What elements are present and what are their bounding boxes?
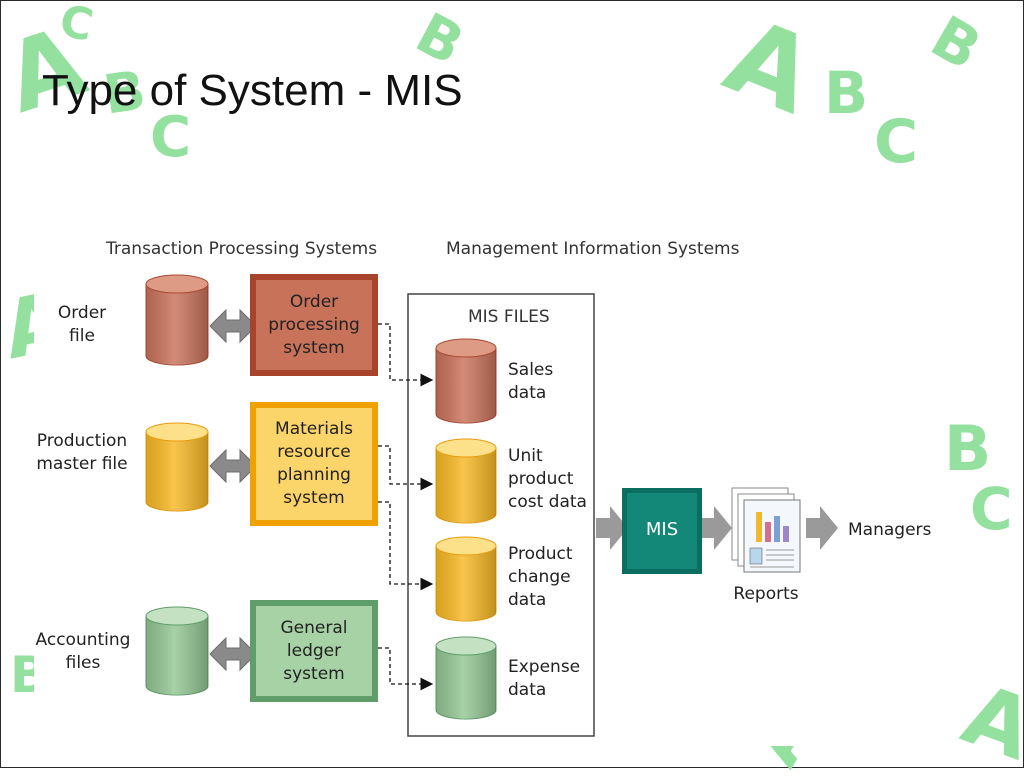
accounting-files-label: Accounting files xyxy=(35,630,131,673)
dashed-connectors xyxy=(378,323,434,691)
connector-ledger-to-expense xyxy=(378,647,434,691)
decor-letter-c: C xyxy=(150,105,192,170)
general-ledger-system-box xyxy=(250,600,378,702)
source-row-production xyxy=(145,402,378,526)
decor-letter-c: C xyxy=(874,107,919,177)
source-row-accounting xyxy=(145,600,378,702)
decor-letter-b: B xyxy=(944,412,992,485)
production-master-file-label: Production master file xyxy=(36,431,128,474)
mis-files-title: MIS FILES xyxy=(468,307,550,327)
decor-letter-c: C xyxy=(970,475,1013,543)
sales-data-cylinder xyxy=(435,338,497,424)
flow-arrow-mis-to-reports xyxy=(700,506,732,550)
product-change-data-cylinder xyxy=(435,536,497,622)
product-change-data-label: Product change data xyxy=(508,544,573,610)
double-arrow-production xyxy=(209,448,257,484)
expense-data-label: Expense data xyxy=(508,657,581,700)
unit-product-cost-data-label: Unit product cost data xyxy=(508,446,587,512)
header-transaction-processing-systems: Transaction Processing Systems xyxy=(106,239,378,259)
order-processing-system-label: Order processing system xyxy=(268,292,360,358)
mis-box xyxy=(622,488,702,574)
flow-arrow-reports-to-managers xyxy=(806,506,838,550)
materials-resource-planning-system-box xyxy=(250,402,378,526)
connector-mrp-to-product-change xyxy=(378,501,434,591)
header-management-information-systems: Management Information Systems xyxy=(446,239,740,259)
order-processing-system-box xyxy=(250,274,378,376)
unit-product-cost-data-cylinder xyxy=(435,438,497,524)
source-row-order xyxy=(145,274,378,376)
order-file-cylinder xyxy=(145,274,209,366)
general-ledger-system-label: General ledger system xyxy=(280,618,348,684)
accounting-files-cylinder xyxy=(145,606,209,696)
mis-label: MIS xyxy=(645,519,679,540)
decor-letter-b: B xyxy=(824,59,869,127)
materials-resource-planning-system-label: Materials resource planning system xyxy=(275,419,353,508)
managers-label: Managers xyxy=(848,520,932,540)
slide-title: Type of System - MIS xyxy=(42,66,463,115)
flow-arrow-files-to-mis xyxy=(596,506,628,550)
connector-mrp-to-unit-cost xyxy=(378,445,434,491)
reports-icon xyxy=(731,487,801,573)
double-arrow-accounting xyxy=(209,636,257,672)
order-file-label: Order file xyxy=(57,303,107,346)
diagram-canvas xyxy=(145,274,838,737)
production-master-file-cylinder xyxy=(145,422,209,512)
sales-data-label: Sales data xyxy=(508,360,554,403)
expense-data-cylinder xyxy=(435,636,497,720)
double-arrow-order xyxy=(209,308,257,344)
diagram: Transaction Processing Systems Managemen… xyxy=(34,226,934,746)
reports-label: Reports xyxy=(733,584,799,604)
